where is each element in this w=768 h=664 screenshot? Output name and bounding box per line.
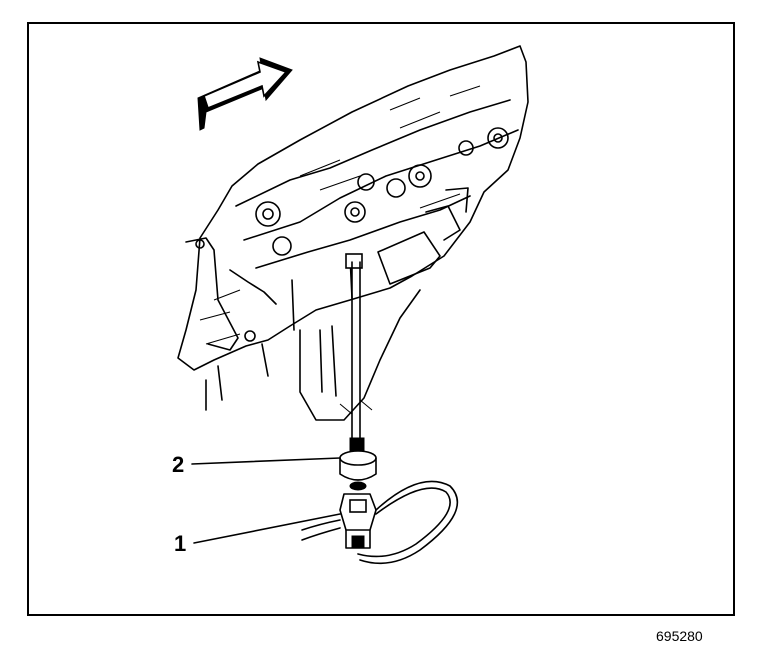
leader-line-2 [191,457,341,465]
sensor-connector [301,480,459,565]
figure-id: 695280 [656,628,703,644]
knock-sensor [339,437,377,491]
sensor-stud [345,253,363,441]
engine-block [177,45,529,421]
diagram-frame [27,22,735,616]
callout-2: 2 [172,452,185,477]
leader-line-1 [193,513,341,544]
callout-1: 1 [174,531,187,556]
direction-arrow-icon [197,57,293,131]
